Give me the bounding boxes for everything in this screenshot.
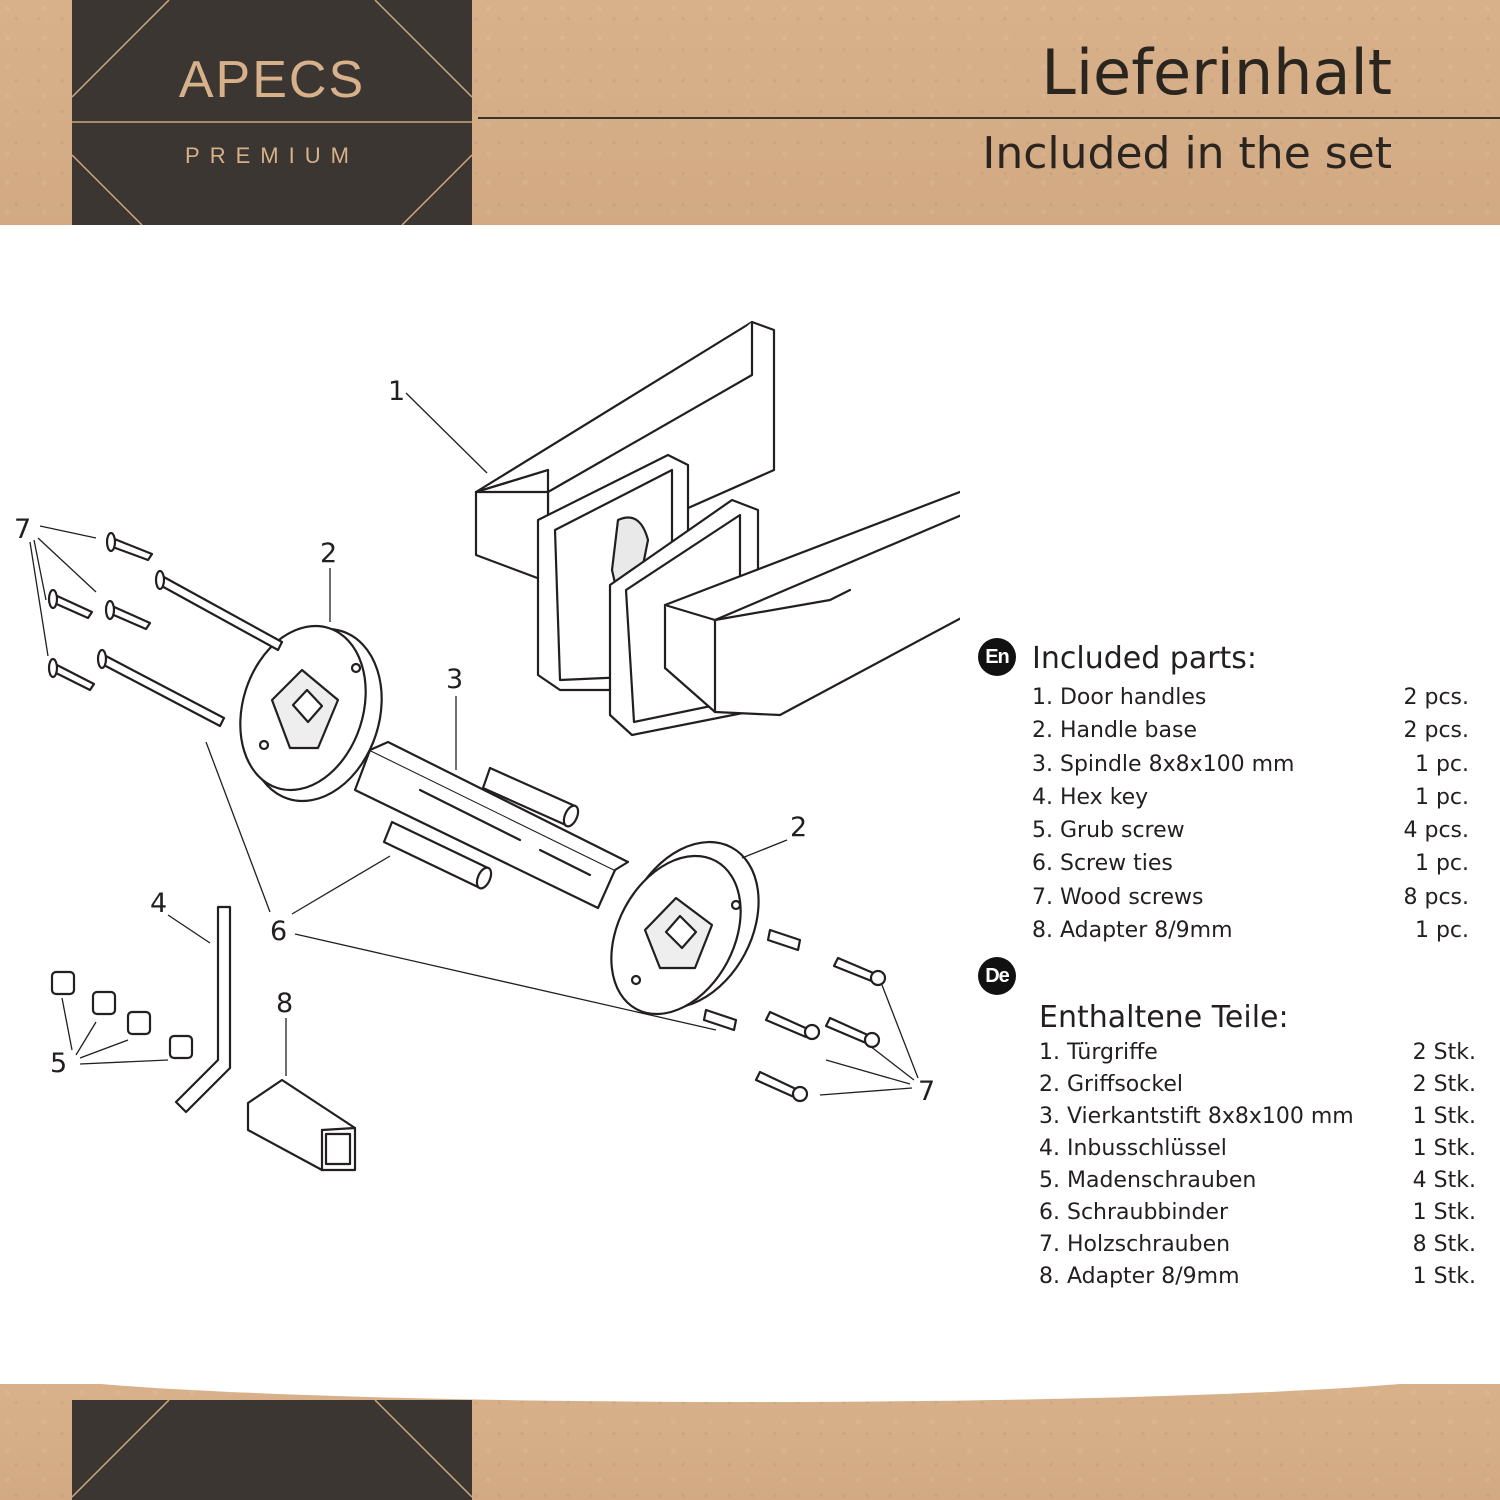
item-label: 6. Schraubbinder bbox=[1039, 1200, 1228, 1225]
item-qty: 2 pcs. bbox=[1403, 718, 1469, 744]
list-item: 5. Grub screw 4 pcs. bbox=[1032, 814, 1469, 847]
item-label: 1. Türgriffe bbox=[1039, 1040, 1158, 1065]
list-item: 6. Schraubbinder 1 Stk. bbox=[1039, 1197, 1476, 1229]
hex-key-illustration bbox=[174, 905, 232, 1114]
item-qty: 2 Stk. bbox=[1412, 1072, 1476, 1097]
handle-base-right-illustration bbox=[610, 840, 760, 1016]
item-qty: 1 Stk. bbox=[1412, 1200, 1476, 1225]
callout-1: 1 bbox=[388, 376, 405, 407]
callout-6: 6 bbox=[270, 916, 287, 947]
callout-2-right: 2 bbox=[790, 812, 807, 843]
door-handles-illustration bbox=[474, 320, 960, 737]
callout-4: 4 bbox=[150, 888, 167, 919]
item-qty: 8 pcs. bbox=[1403, 884, 1469, 910]
list-item: 7. Wood screws 8 pcs. bbox=[1032, 881, 1469, 914]
screw-ties-illustration bbox=[382, 766, 580, 890]
list-item: 2. Griffsockel 2 Stk. bbox=[1039, 1069, 1476, 1101]
item-label: 6. Screw ties bbox=[1032, 851, 1173, 877]
footer-frame-lines bbox=[72, 1400, 472, 1498]
list-item: 4. Inbusschlüssel 1 Stk. bbox=[1039, 1133, 1476, 1165]
item-qty: 1 pc. bbox=[1414, 918, 1469, 944]
exploded-parts-diagram: 1 2 2 3 4 5 6 7 7 8 bbox=[14, 320, 960, 1172]
item-label: 4. Hex key bbox=[1032, 784, 1149, 810]
item-qty: 1 Stk. bbox=[1412, 1136, 1476, 1161]
brand-tagline: PREMIUM bbox=[185, 143, 359, 168]
page-title-de: Lieferinhalt bbox=[1041, 36, 1392, 109]
item-qty: 1 pc. bbox=[1414, 784, 1469, 810]
adapter-illustration bbox=[246, 1078, 357, 1172]
header-divider bbox=[478, 117, 1500, 119]
item-label: 7. Wood screws bbox=[1032, 884, 1204, 910]
callout-8: 8 bbox=[276, 988, 293, 1019]
callout-3: 3 bbox=[446, 664, 463, 695]
item-label: 7. Holzschrauben bbox=[1039, 1232, 1231, 1257]
item-qty: 1 pc. bbox=[1414, 751, 1469, 777]
item-label: 1. Door handles bbox=[1032, 685, 1207, 710]
item-qty: 2 Stk. bbox=[1412, 1040, 1476, 1065]
list-item: 7. Holzschrauben 8 Stk. bbox=[1039, 1229, 1476, 1261]
callout-2-left: 2 bbox=[320, 538, 337, 569]
list-item: 8. Adapter 8/9mm 1 Stk. bbox=[1039, 1261, 1476, 1293]
footer-logo-box bbox=[72, 1400, 472, 1500]
list-item: 1. Türgriffe 2 Stk. bbox=[1039, 1037, 1476, 1069]
parts-list-en: 1. Door handles 2 pcs. 2. Handle base 2 pc… bbox=[1032, 681, 1469, 947]
list-item: 4. Hex key 1 pc. bbox=[1032, 781, 1469, 814]
brand-logo: APECS PREMIUM bbox=[72, 0, 472, 225]
item-qty: 2 pcs. bbox=[1403, 685, 1469, 710]
item-label: 8. Adapter 8/9mm bbox=[1039, 1264, 1240, 1289]
callout-7-left: 7 bbox=[14, 514, 31, 545]
item-label: 3. Spindle 8x8x100 mm bbox=[1032, 751, 1295, 777]
item-label: 3. Vierkantstift 8x8x100 mm bbox=[1039, 1104, 1354, 1129]
page-title-en: Included in the set bbox=[982, 128, 1392, 179]
list-item: 1. Door handles 2 pcs. bbox=[1032, 681, 1469, 714]
item-qty: 1 Stk. bbox=[1412, 1264, 1476, 1289]
item-qty: 4 pcs. bbox=[1403, 818, 1469, 844]
list-item: 3. Spindle 8x8x100 mm 1 pc. bbox=[1032, 748, 1469, 781]
item-label: 4. Inbusschlüssel bbox=[1039, 1136, 1227, 1161]
brand-name: APECS bbox=[178, 51, 366, 109]
parts-heading-de: Enthaltene Teile: bbox=[1039, 1000, 1289, 1035]
language-badge-en: En bbox=[978, 638, 1016, 676]
handle-base-left-illustration bbox=[239, 624, 383, 803]
item-label: 8. Adapter 8/9mm bbox=[1032, 918, 1233, 944]
item-qty: 4 Stk. bbox=[1412, 1168, 1476, 1193]
wood-screws-left-illustration bbox=[47, 531, 284, 728]
grub-screws-illustration bbox=[50, 970, 194, 1060]
list-item: 3. Vierkantstift 8x8x100 mm 1 Stk. bbox=[1039, 1101, 1476, 1133]
item-qty: 1 Stk. bbox=[1412, 1104, 1476, 1129]
list-item: 6. Screw ties 1 pc. bbox=[1032, 847, 1469, 880]
leader-lines bbox=[29, 392, 919, 1096]
item-label: 2. Griffsockel bbox=[1039, 1072, 1183, 1097]
callout-5: 5 bbox=[50, 1048, 67, 1079]
item-qty: 8 Stk. bbox=[1412, 1232, 1476, 1257]
parts-heading-en: Included parts: bbox=[1032, 641, 1258, 676]
language-badge-de: De bbox=[978, 957, 1016, 995]
list-item: 8. Adapter 8/9mm 1 pc. bbox=[1032, 914, 1469, 947]
item-label: 5. Grub screw bbox=[1032, 818, 1185, 844]
list-item: 5. Madenschrauben 4 Stk. bbox=[1039, 1165, 1476, 1197]
list-item: 2. Handle base 2 pcs. bbox=[1032, 714, 1469, 747]
item-label: 5. Madenschrauben bbox=[1039, 1168, 1257, 1193]
spindle-illustration bbox=[353, 740, 630, 910]
callout-7-right: 7 bbox=[918, 1076, 935, 1107]
item-label: 2. Handle base bbox=[1032, 718, 1197, 744]
item-qty: 1 pc. bbox=[1414, 851, 1469, 877]
logo-frame-lines bbox=[72, 0, 472, 225]
wood-screws-right-illustration bbox=[702, 928, 887, 1103]
